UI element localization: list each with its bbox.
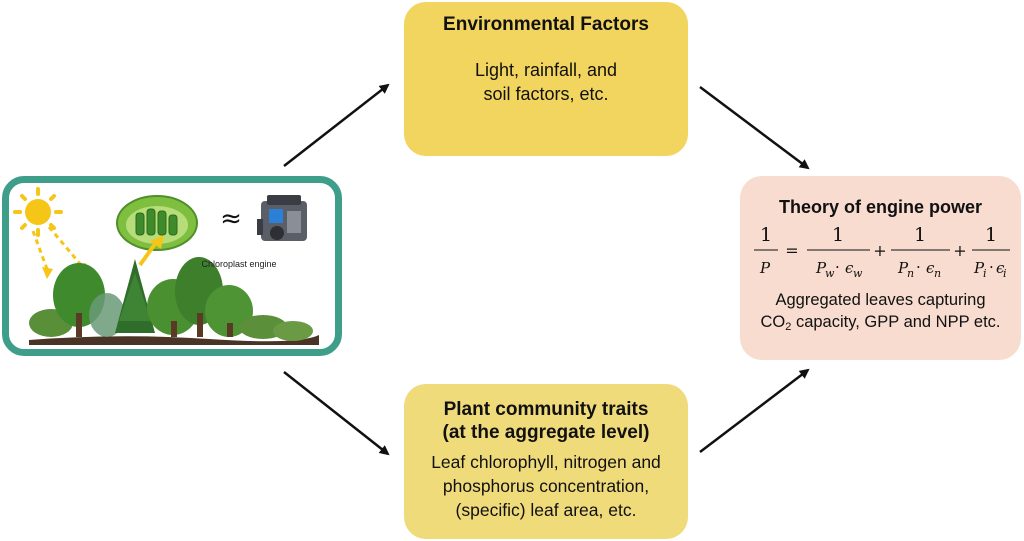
formula-term2-eps: ϵ bbox=[926, 259, 935, 277]
formula-equals: = bbox=[785, 241, 798, 260]
sun-icon bbox=[13, 187, 63, 237]
formula-lhs-denominator: P bbox=[758, 259, 770, 277]
forest-trees bbox=[29, 257, 313, 341]
formula-term1-P-sub: w bbox=[825, 267, 835, 280]
formula-term1-eps-sub: w bbox=[853, 267, 863, 280]
plant-traits-text: Leaf chlorophyll, nitrogen and phosphoru… bbox=[404, 450, 688, 522]
plant-community-traits-box: Plant community traits (at the aggregate… bbox=[404, 384, 688, 539]
plant-traits-title-line1: Plant community traits bbox=[443, 399, 649, 420]
formula-plus-2: + bbox=[953, 241, 966, 260]
engine-icon bbox=[257, 195, 307, 241]
plant-traits-line2: phosphorus concentration, bbox=[442, 476, 650, 496]
environmental-factors-text: Light, rainfall, and soil factors, etc. bbox=[404, 58, 688, 106]
formula-term2-eps-sub: n bbox=[934, 267, 941, 280]
chloroplast-engine-label: Chloroplast engine bbox=[201, 259, 276, 269]
engine-power-formula: 1 P = 1 P w · ϵ w + 1 P n · ϵ n bbox=[752, 221, 1010, 285]
formula-term3-eps: ϵ bbox=[996, 259, 1005, 277]
formula-term3-dot: · bbox=[989, 258, 994, 276]
forest-scene-panel: ≈ Chloroplast engine bbox=[2, 176, 342, 356]
formula-lhs-numerator: 1 bbox=[759, 224, 771, 246]
environmental-factors-line2: soil factors, etc. bbox=[483, 84, 609, 104]
sunlight-arrows bbox=[31, 226, 83, 270]
theory-engine-power-box: Theory of engine power 1 P = 1 P w · ϵ w… bbox=[740, 176, 1021, 360]
theory-caption-line2-rest: capacity, GPP and NPP etc. bbox=[791, 313, 1001, 331]
theory-caption-line2: CO2 capacity, GPP and NPP etc. bbox=[740, 311, 1021, 338]
theory-caption: Aggregated leaves capturing CO2 capacity… bbox=[740, 289, 1021, 338]
plant-traits-line1: Leaf chlorophyll, nitrogen and bbox=[431, 452, 661, 472]
theory-caption-line1: Aggregated leaves capturing bbox=[775, 291, 986, 309]
formula-term3-P: P bbox=[973, 259, 985, 277]
formula-term1-numerator: 1 bbox=[831, 224, 843, 246]
theory-title: Theory of engine power bbox=[778, 197, 983, 217]
forest-scene-illustration: ≈ Chloroplast engine bbox=[13, 187, 319, 345]
formula-term2-dot: · bbox=[916, 258, 921, 276]
formula-term1-eps: ϵ bbox=[845, 259, 854, 277]
formula-term2-P: P bbox=[897, 259, 909, 277]
approx-symbol: ≈ bbox=[220, 204, 242, 234]
formula-term3-eps-sub: i bbox=[1003, 267, 1007, 280]
formula-term1-dot: · bbox=[835, 258, 840, 276]
plant-traits-line3: (specific) leaf area, etc. bbox=[455, 500, 637, 520]
formula-term2-numerator: 1 bbox=[913, 224, 925, 246]
chloroplast-icon bbox=[116, 195, 198, 251]
environmental-factors-title: Environmental Factors bbox=[443, 14, 649, 35]
co2-co: CO bbox=[760, 313, 786, 331]
environmental-factors-box: Environmental Factors Light, rainfall, a… bbox=[404, 2, 688, 156]
plant-traits-title: Plant community traits (at the aggregate… bbox=[404, 398, 688, 444]
formula-term1-P: P bbox=[815, 259, 827, 277]
arrow-scene-to-plant bbox=[283, 371, 390, 456]
formula-plus-1: + bbox=[873, 241, 886, 260]
chloroplast-arrow bbox=[138, 235, 164, 267]
co2-subscript: 2 bbox=[785, 321, 792, 333]
formula-term3-numerator: 1 bbox=[984, 224, 996, 246]
ground bbox=[29, 335, 319, 345]
formula-term2-P-sub: n bbox=[907, 267, 914, 280]
formula-term3-P-sub: i bbox=[983, 267, 987, 280]
environmental-factors-line1: Light, rainfall, and bbox=[474, 60, 618, 80]
arrow-environment-to-theory bbox=[699, 86, 810, 170]
arrow-plant-to-theory bbox=[699, 368, 810, 453]
plant-traits-title-line2: (at the aggregate level) bbox=[442, 422, 650, 443]
arrow-scene-to-environment bbox=[283, 83, 390, 167]
